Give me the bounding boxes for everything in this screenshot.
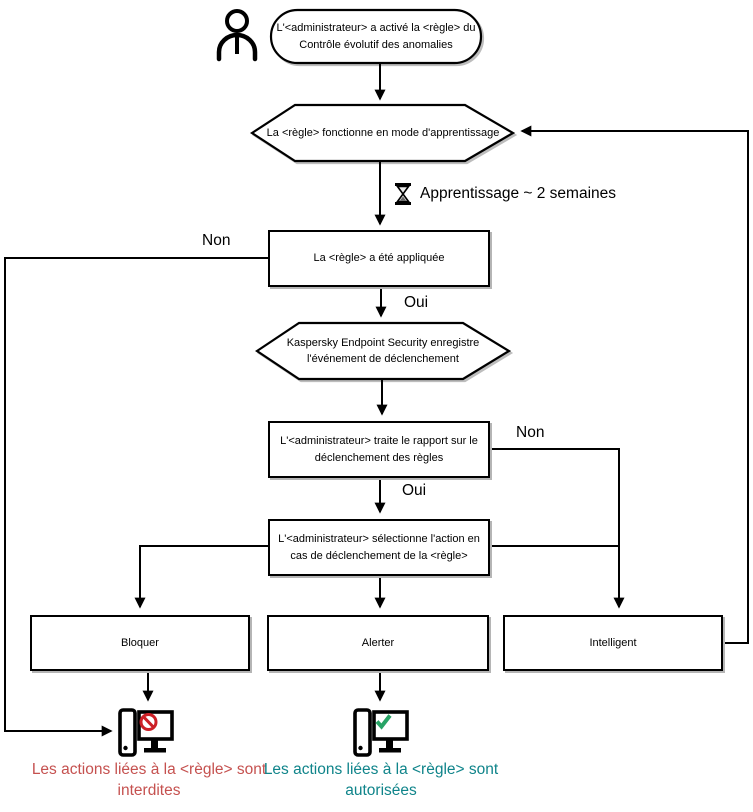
kes-logs-node: Kaspersky Endpoint Security enregistre l… bbox=[267, 323, 499, 379]
rule-applied-text: La <règle> a été appliquée bbox=[313, 252, 445, 265]
start-node-text: Contrôle évolutif des anomalies bbox=[299, 38, 453, 51]
rule-applied-node: La <règle> a été appliquée bbox=[268, 230, 490, 287]
non-label-2: Non bbox=[516, 424, 545, 441]
computer-with-checkmark-icon bbox=[353, 708, 409, 757]
person-icon bbox=[216, 9, 258, 62]
admin-report-text: L'<administrateur> traite le rapport sur… bbox=[280, 435, 478, 447]
admin-report-node: L'<administrateur> traite le rapport sur… bbox=[268, 421, 490, 478]
admin-action-text: L'<administrateur> sélectionne l'action … bbox=[278, 533, 480, 545]
block-node: Bloquer bbox=[30, 615, 250, 671]
computer-with-no-entry-icon bbox=[118, 708, 174, 757]
kes-logs-text: Kaspersky Endpoint Security enregistre bbox=[286, 336, 480, 349]
hourglass-icon bbox=[395, 183, 411, 205]
learning-mode-node: La <règle> fonctionne en mode d'apprenti… bbox=[262, 105, 504, 161]
oui-label-2: Oui bbox=[402, 482, 427, 499]
allowed-caption: Les actions liées à la <règle> sont auto… bbox=[235, 760, 527, 802]
checkmark-icon bbox=[375, 714, 392, 730]
oui-label-1: Oui bbox=[404, 294, 429, 311]
block-label: Bloquer bbox=[121, 636, 159, 649]
alert-label: Alerter bbox=[361, 636, 395, 649]
start-node-shape bbox=[269, 8, 483, 65]
learning-mode-shape bbox=[249, 103, 516, 163]
start-node: L'<administrateur> a activé la <règle> d… bbox=[273, 12, 479, 61]
start-node-text: L'<administrateur> a activé la <règle> d… bbox=[276, 22, 476, 34]
admin-action-node: L'<administrateur> sélectionne l'action … bbox=[268, 519, 490, 576]
non-label-1: Non bbox=[202, 232, 231, 249]
edge-non-loop-left bbox=[4, 257, 268, 737]
learning-duration-label: Apprentissage ~ 2 semaines bbox=[420, 185, 617, 202]
edge-smart-loop-back bbox=[520, 125, 749, 644]
edge-non-to-smart bbox=[490, 448, 625, 609]
admin-report-text: déclenchement des règles bbox=[314, 451, 444, 464]
allowed-caption-line: autorisées bbox=[345, 781, 417, 799]
no-entry-icon bbox=[139, 713, 158, 731]
admin-action-text: cas de déclenchement de la <règle> bbox=[290, 549, 468, 562]
edge-action-to-block bbox=[134, 545, 268, 609]
alert-node: Alerter bbox=[267, 615, 489, 671]
smart-label: Intelligent bbox=[589, 636, 637, 649]
smart-node: Intelligent bbox=[503, 615, 723, 671]
kes-logs-text: l'événement de déclenchement bbox=[307, 353, 459, 365]
blocked-caption: Les actions liées à la <règle> sont inte… bbox=[3, 760, 295, 802]
learning-mode-text: La <règle> fonctionne en mode d'apprenti… bbox=[266, 126, 500, 139]
blocked-caption-line: interdites bbox=[117, 781, 181, 799]
kes-logs-shape bbox=[255, 321, 512, 381]
blocked-caption-line: Les actions liées à la <règle> sont bbox=[31, 761, 267, 778]
allowed-caption-line: Les actions liées à la <règle> sont bbox=[263, 761, 499, 778]
